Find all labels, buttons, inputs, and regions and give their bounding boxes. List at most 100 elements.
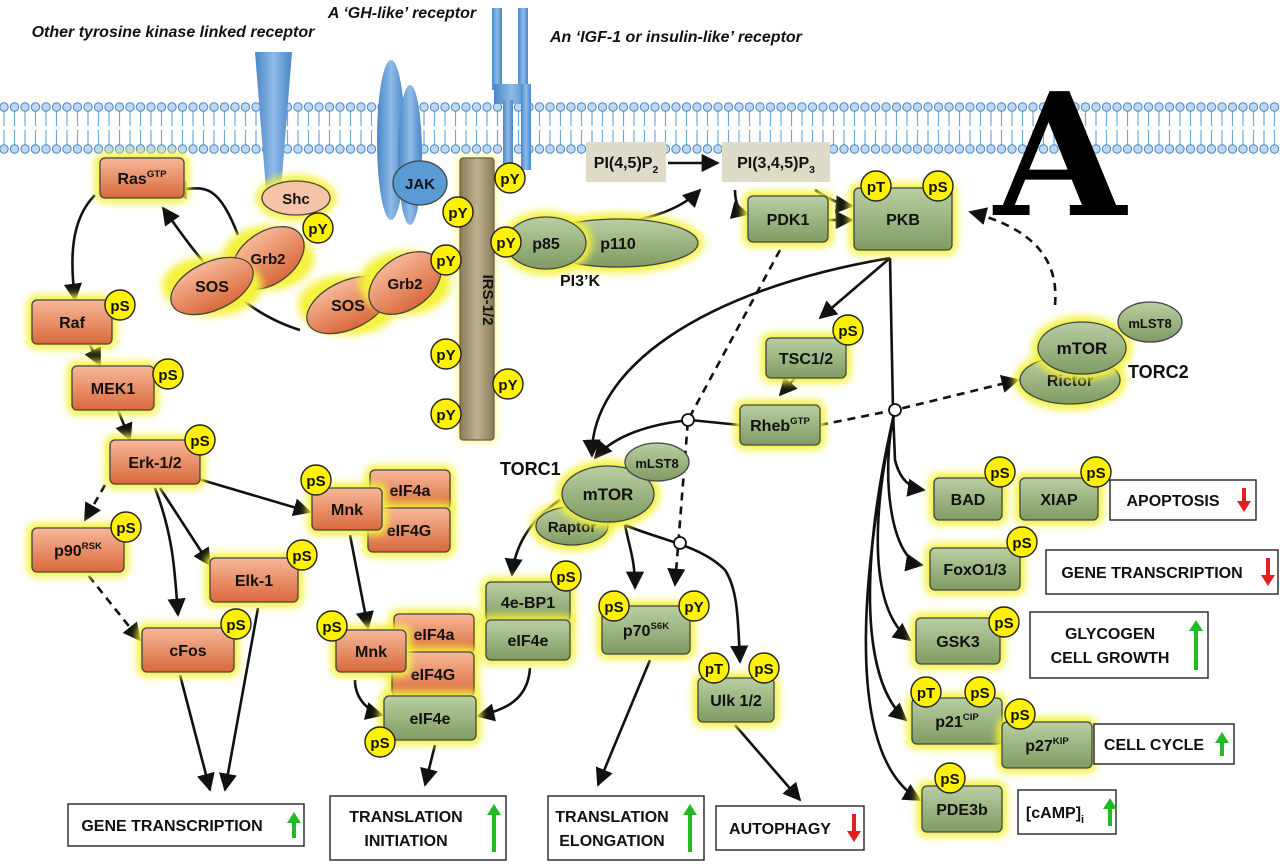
arrow-elk1-to-genetx <box>218 607 260 792</box>
node-label: eIF4G <box>387 523 431 540</box>
arrow-torc2-to-pkb <box>968 207 1057 306</box>
node-label: TSC1/2 <box>779 351 833 368</box>
arrow-p70-to-elongation <box>595 659 652 787</box>
outcome-label: [cAMP]i <box>1026 805 1084 826</box>
phospho-label: pY <box>436 253 455 270</box>
phospho-label: pT <box>917 685 935 702</box>
node-label: Raf <box>59 315 85 332</box>
ps-foxo: pS <box>1006 526 1038 558</box>
eif4e-node-main: eIF4e <box>379 691 481 745</box>
node-label: JAK <box>405 176 435 193</box>
py-irs-2: pY <box>494 162 526 194</box>
mlst8-node-torc1: mLST8 <box>624 442 690 482</box>
ps-pkb: pS <box>922 170 954 202</box>
pdk1-node: PDK1 <box>743 191 833 247</box>
outcome-label: INITIATION <box>364 833 447 850</box>
outcome-autophagy: AUTOPHAGY <box>715 805 865 851</box>
rheb-gtp-node: RhebGTP <box>735 400 825 450</box>
arrow-rheb-to-torc2 <box>819 375 1020 427</box>
ps-p21: pS <box>964 676 996 708</box>
phospho-label: pS <box>1086 465 1105 482</box>
node-label: Mnk <box>355 644 387 661</box>
outcome-label: APOPTOSIS <box>1126 493 1219 510</box>
node-label: PI(4,5)P2 <box>594 155 659 176</box>
phospho-label: pS <box>322 619 341 636</box>
tsc1-2-node: TSC1/2 <box>761 333 851 383</box>
arrow-cfos-to-genetx <box>178 674 215 792</box>
phospho-label: pS <box>1012 535 1031 552</box>
node-label: p27KIP <box>1025 736 1069 755</box>
phospho-label: pY <box>308 221 327 238</box>
foxo1-3-node: FoxO1/3 <box>925 543 1025 595</box>
node-label: Mnk <box>331 502 363 519</box>
p90rsk-node: p90RSK <box>27 523 129 577</box>
node-label: SOS <box>331 298 365 315</box>
phospho-label: pY <box>436 347 455 364</box>
grb2-node-2: Grb2 <box>359 251 451 315</box>
arrow-eif4e-to-translation <box>420 744 438 787</box>
node-label: eIF4a <box>414 627 455 644</box>
node-label: p110 <box>600 236 636 253</box>
ps-p27: pS <box>1004 698 1036 730</box>
elk1-node: Elk-1 <box>205 553 303 607</box>
receptor-gh-label: A ‘GH-like’ receptor <box>327 5 477 22</box>
node-label: GSK3 <box>936 634 980 651</box>
receptor-igf-label: An ‘IGF-1 or insulin-like’ receptor <box>549 29 803 46</box>
arrow-mtor-to-p70 <box>623 524 645 590</box>
arrow-erk-to-mnk <box>194 476 312 517</box>
py-irs-1: pY <box>442 196 474 228</box>
node-label: RhebGTP <box>750 416 810 435</box>
cfos-node: cFos <box>137 623 239 677</box>
node-label: PDE3b <box>936 802 988 819</box>
py-shc: pY <box>302 212 334 244</box>
phospho-label: pS <box>928 179 947 196</box>
ps-p90: pS <box>110 511 142 543</box>
eif4e-node-torc1: eIF4e <box>481 615 575 665</box>
erk-1-2-node: Erk-1/2 <box>105 435 205 489</box>
node-label: eIF4G <box>411 667 455 684</box>
phospho-label: pS <box>1010 707 1029 724</box>
junction-node <box>888 403 902 417</box>
pt-p21: pT <box>910 676 942 708</box>
outcome-label: CELL CYCLE <box>1104 737 1204 754</box>
node-label: p70S6K <box>623 621 669 640</box>
arrow-ulk-to-autophagy <box>734 724 802 802</box>
receptor-other-label: Other tyrosine kinase linked receptor <box>32 24 316 41</box>
arrow-layer <box>63 153 1057 802</box>
sos-node-1: SOS <box>162 256 262 316</box>
py-irs-5: pY <box>430 398 462 430</box>
jak-node: JAK <box>392 160 448 206</box>
node-label: 4e-BP1 <box>501 595 555 612</box>
mek1-node: MEK1 <box>67 361 159 415</box>
ulk-1-2-node: Ulk 1/2 <box>693 673 779 727</box>
receptor-igf-insulin-like <box>492 8 531 170</box>
node-label: mLST8 <box>635 456 678 471</box>
phospho-label: pS <box>292 548 311 565</box>
phospho-label: pS <box>158 367 177 384</box>
pip2-node: PI(4,5)P2 <box>586 142 666 182</box>
outcome-label: ELONGATION <box>559 833 664 850</box>
outcome-gene-transcription-left: GENE TRANSCRIPTION <box>67 803 305 847</box>
cell-membrane <box>0 102 1280 154</box>
ps-mnk2: pS <box>316 610 348 642</box>
phospho-label: pS <box>604 599 623 616</box>
node-label: p90RSK <box>54 541 102 560</box>
node-label: mTOR <box>1057 339 1108 358</box>
4e-bp1-node: 4e-BP1 <box>481 577 575 627</box>
phospho-label: pS <box>190 433 209 450</box>
arrow-pkb-to-bad <box>888 257 926 497</box>
junction-node <box>673 536 687 550</box>
ps-raf: pS <box>104 289 136 321</box>
eif4a-node-1: eIF4a <box>365 465 455 515</box>
node-label: p21CIP <box>935 712 979 731</box>
phospho-label: pY <box>498 377 517 394</box>
torc2-label: TORC2 <box>1128 362 1189 382</box>
phospho-label: pS <box>116 520 135 537</box>
pt-pkb: pT <box>860 170 892 202</box>
shc-node: Shc <box>256 175 336 221</box>
arrow-pkb-to-mtorc1 <box>582 256 891 458</box>
node-label: Ulk 1/2 <box>710 693 762 710</box>
